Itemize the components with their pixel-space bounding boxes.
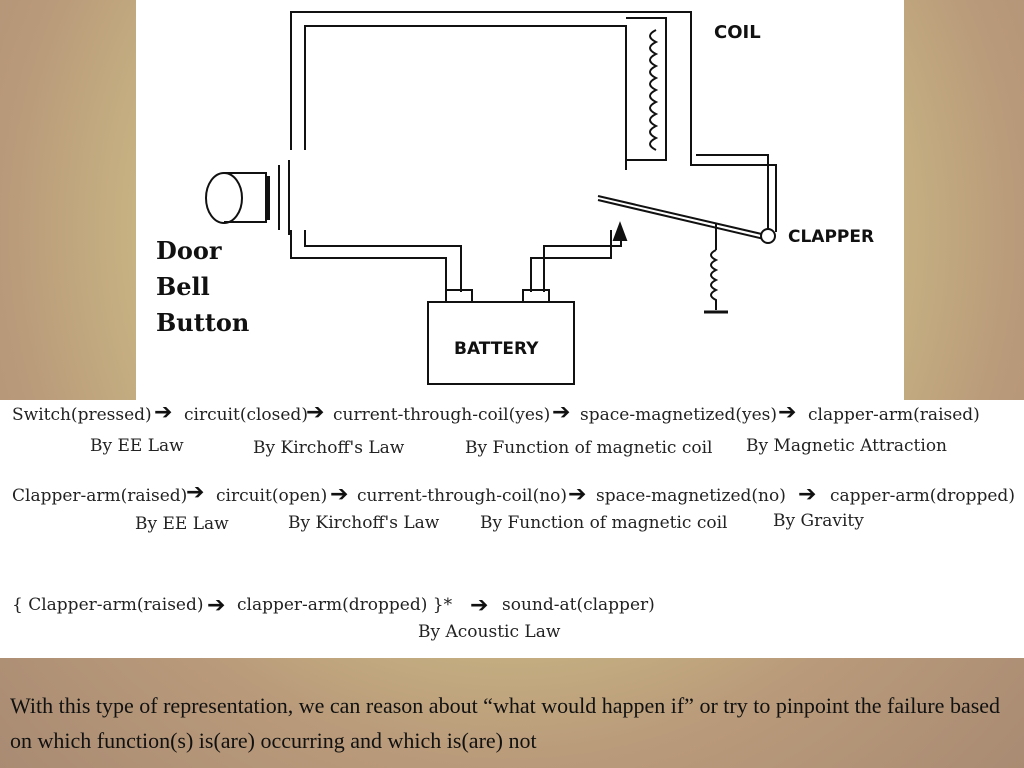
right-arrow-icon: ➔: [207, 593, 226, 618]
seq3-law1: By Acoustic Law: [418, 622, 561, 642]
seq1-law2: By Kirchoff's Law: [253, 438, 405, 458]
coil-frame: [626, 17, 667, 161]
right-arrow-icon: ➔: [154, 400, 173, 425]
door-label-line-1: Door: [156, 236, 222, 265]
seq1-law1: By EE Law: [90, 436, 184, 456]
right-arrow-icon: ➔: [330, 482, 349, 507]
coil-winding: [649, 29, 659, 151]
wire-left-outer: [290, 230, 447, 292]
right-arrow-icon: ➔: [552, 400, 571, 425]
seq1-step5: clapper-arm(raised): [808, 405, 980, 425]
wire-right-outer: [530, 230, 612, 292]
seq2-law1: By EE Law: [135, 514, 229, 534]
clapper-arm: [597, 195, 767, 236]
seq3-step1: { Clapper-arm(raised): [12, 595, 204, 615]
wire-right-inner: [543, 232, 622, 292]
seq2-step3: current-through-coil(no): [357, 486, 568, 506]
right-arrow-icon: ➔: [778, 400, 797, 425]
seq2-step5: capper-arm(dropped): [830, 486, 1015, 506]
button-plate: [266, 176, 270, 220]
wire-left-inner: [304, 230, 462, 292]
door-label-line-3: Button: [156, 308, 250, 337]
top-wire-outer: [290, 11, 777, 232]
right-arrow-icon: ➔: [186, 480, 205, 505]
causal-sequence-panel: Switch(pressed) ➔ circuit(closed) ➔ curr…: [0, 400, 1024, 658]
contact-arrow: [612, 221, 628, 241]
seq2-law3: By Function of magnetic coil: [480, 513, 728, 533]
seq1-step4: space-magnetized(yes): [580, 405, 778, 425]
seq1-step1: Switch(pressed): [12, 405, 152, 425]
seq3-step3: sound-at(clapper): [502, 595, 655, 615]
battery-body: [427, 301, 575, 385]
battery-terminal-left: [445, 289, 473, 303]
seq1-step3: current-through-coil(yes): [333, 405, 551, 425]
button-cap: [205, 172, 243, 224]
seq2-law2: By Kirchoff's Law: [288, 513, 440, 533]
right-arrow-icon: ➔: [470, 593, 489, 618]
button-body: [224, 172, 267, 223]
seq2-step4: space-magnetized(no): [596, 486, 786, 506]
seq1-step2: circuit(closed): [184, 405, 308, 425]
seq2-step1: Clapper-arm(raised): [12, 486, 188, 506]
right-arrow-icon: ➔: [798, 482, 817, 507]
door-label-line-2: Bell: [156, 272, 210, 301]
seq1-law4: By Magnetic Attraction: [746, 436, 948, 456]
seq3-step2: clapper-arm(dropped) }*: [237, 595, 453, 615]
battery-terminal-right: [522, 289, 550, 303]
coil-lead: [696, 154, 769, 232]
circuit-diagram: COIL CLAPPER BATTERY Door Bell Button: [136, 0, 904, 400]
battery-label: BATTERY: [454, 339, 539, 359]
right-arrow-icon: ➔: [568, 482, 587, 507]
doorbell-circuit-svg: COIL CLAPPER BATTERY: [205, 11, 874, 385]
seq1-law3: By Function of magnetic coil: [465, 438, 713, 458]
caption-text: With this type of representation, we can…: [10, 693, 1001, 753]
clapper-arm-2: [597, 199, 765, 240]
coil-label: COIL: [714, 22, 761, 43]
clapper-ball: [760, 228, 776, 244]
clapper-label: CLAPPER: [788, 227, 874, 247]
seq2-law4: By Gravity: [773, 511, 864, 531]
right-arrow-icon: ➔: [306, 400, 325, 425]
seq2-step2: circuit(open): [216, 486, 328, 506]
spring: [710, 249, 719, 310]
top-wire-inner: [304, 25, 627, 170]
